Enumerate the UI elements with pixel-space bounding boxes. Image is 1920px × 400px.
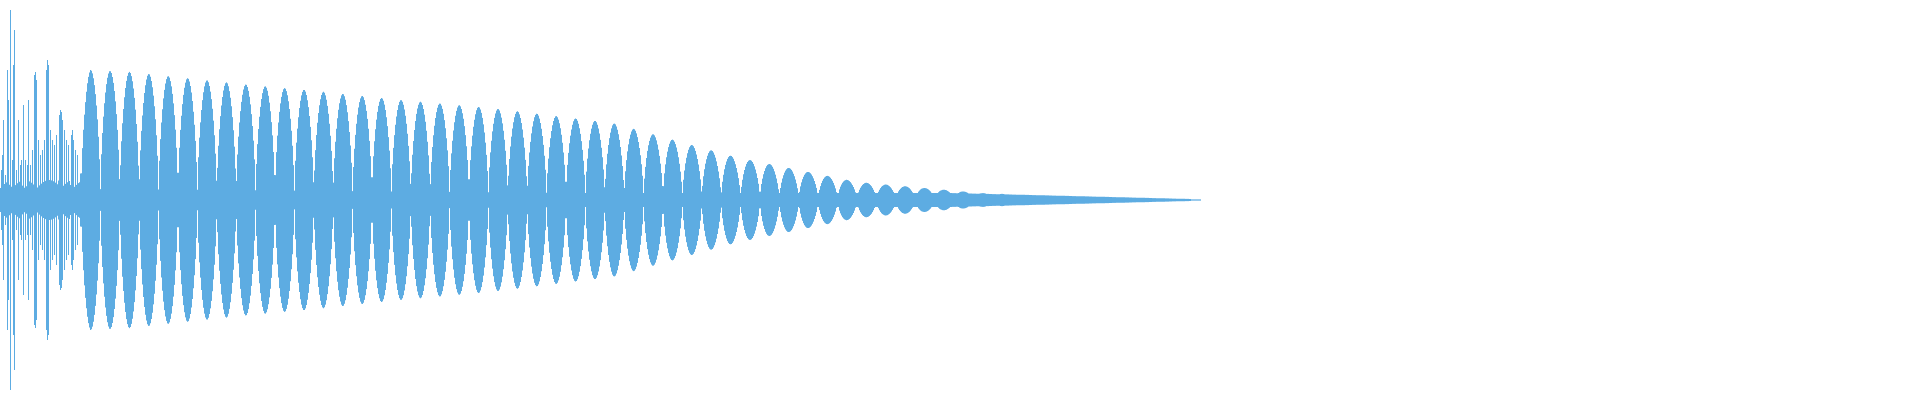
waveform-shape [0, 10, 1201, 390]
